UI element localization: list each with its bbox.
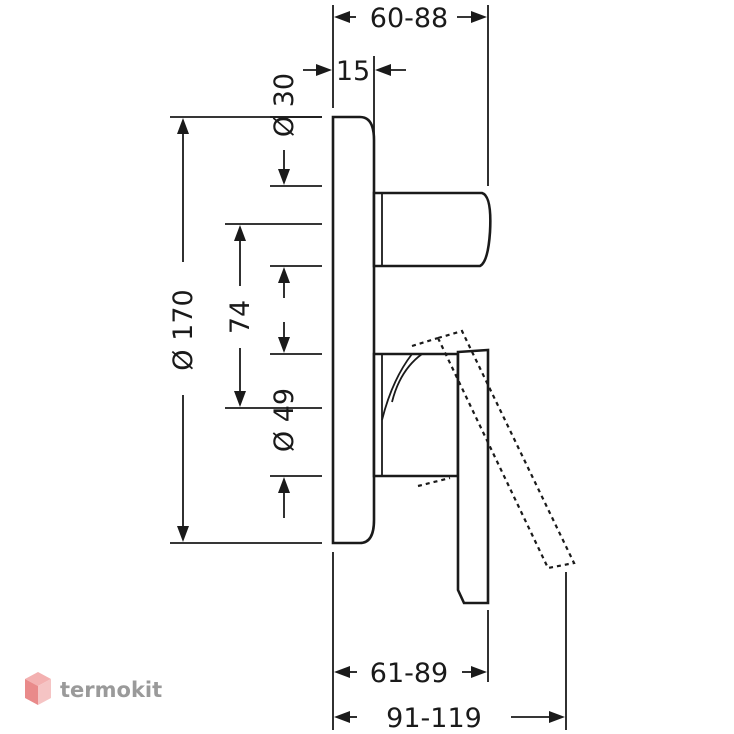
termokit-watermark: termokit: [25, 672, 162, 705]
dimension-diameter-170: Ø 170: [168, 116, 322, 544]
wall-plate: [331, 115, 376, 545]
bottom-dimension-61-89: 61-89: [332, 552, 489, 730]
trim-depth-label: 15: [336, 56, 370, 87]
dimension-diameter-49: Ø 49: [269, 265, 322, 518]
diameter-49-label: Ø 49: [269, 388, 300, 452]
lever-rotated-outline: [436, 329, 576, 570]
lever-handle: [456, 348, 490, 605]
top-dimension-60-88: 60-88: [332, 3, 489, 186]
bottom-depth-label: 61-89: [370, 658, 448, 689]
handle-housing: [372, 352, 460, 478]
total-depth-label: 91-119: [386, 703, 482, 734]
dimension-spacing-74: 74: [225, 223, 322, 409]
top-dimension-15: 15: [303, 56, 406, 140]
diameter-170-label: Ø 170: [168, 289, 199, 370]
termokit-logo-text: termokit: [60, 678, 162, 702]
top-depth-label: 60-88: [370, 3, 448, 34]
diameter-30-label: Ø 30: [269, 73, 300, 137]
spacing-74-label: 74: [225, 300, 256, 334]
bottom-dimension-91-119: 91-119: [334, 572, 567, 734]
dimension-diameter-30: Ø 30: [269, 73, 322, 187]
mixer-body: [331, 115, 576, 605]
diverter-knob: [372, 191, 492, 268]
termokit-logo-icon: [25, 672, 51, 705]
